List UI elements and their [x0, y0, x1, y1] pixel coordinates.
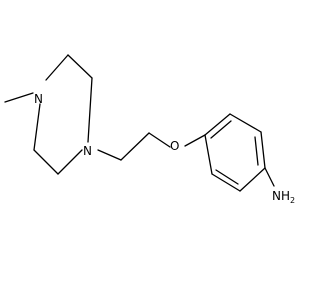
bond-benzene-1-inner	[210, 120, 232, 139]
bond-benzene-5	[211, 173, 241, 192]
atom-n-methyl: N	[34, 92, 43, 106]
bond-piperazine-3	[87, 77, 93, 143]
bond-piperazine-6	[33, 103, 41, 151]
bond-chain-1	[97, 149, 122, 161]
bond-piperazine-5	[33, 149, 59, 175]
atom-nh2-subscript: 2	[290, 196, 295, 205]
atom-nh: NH	[272, 189, 290, 203]
bond-piperazine-1	[45, 54, 69, 81]
bond-benzene-5-inner	[215, 169, 239, 185]
bond-piperazine-2	[67, 54, 93, 79]
bond-piperazine-4	[57, 149, 83, 175]
atom-nh2: NH2	[272, 189, 295, 205]
bond-chain-2	[120, 132, 150, 161]
chemical-structure-diagram: N N O NH2	[4, 54, 295, 205]
bond-chain-3	[148, 132, 171, 148]
bond-methyl	[4, 92, 34, 103]
bond-benzene-1	[204, 113, 231, 136]
atom-o-ether: O	[170, 139, 179, 153]
bond-amine	[264, 167, 275, 187]
bond-benzene-3	[260, 131, 266, 169]
bond-chain-4	[184, 134, 206, 147]
atom-n-chain: N	[83, 144, 92, 158]
bond-benzene-3-inner	[254, 136, 259, 166]
bond-benzene-6	[204, 134, 213, 175]
bond-benzene-2	[229, 113, 262, 133]
bond-benzene-4	[239, 167, 266, 192]
